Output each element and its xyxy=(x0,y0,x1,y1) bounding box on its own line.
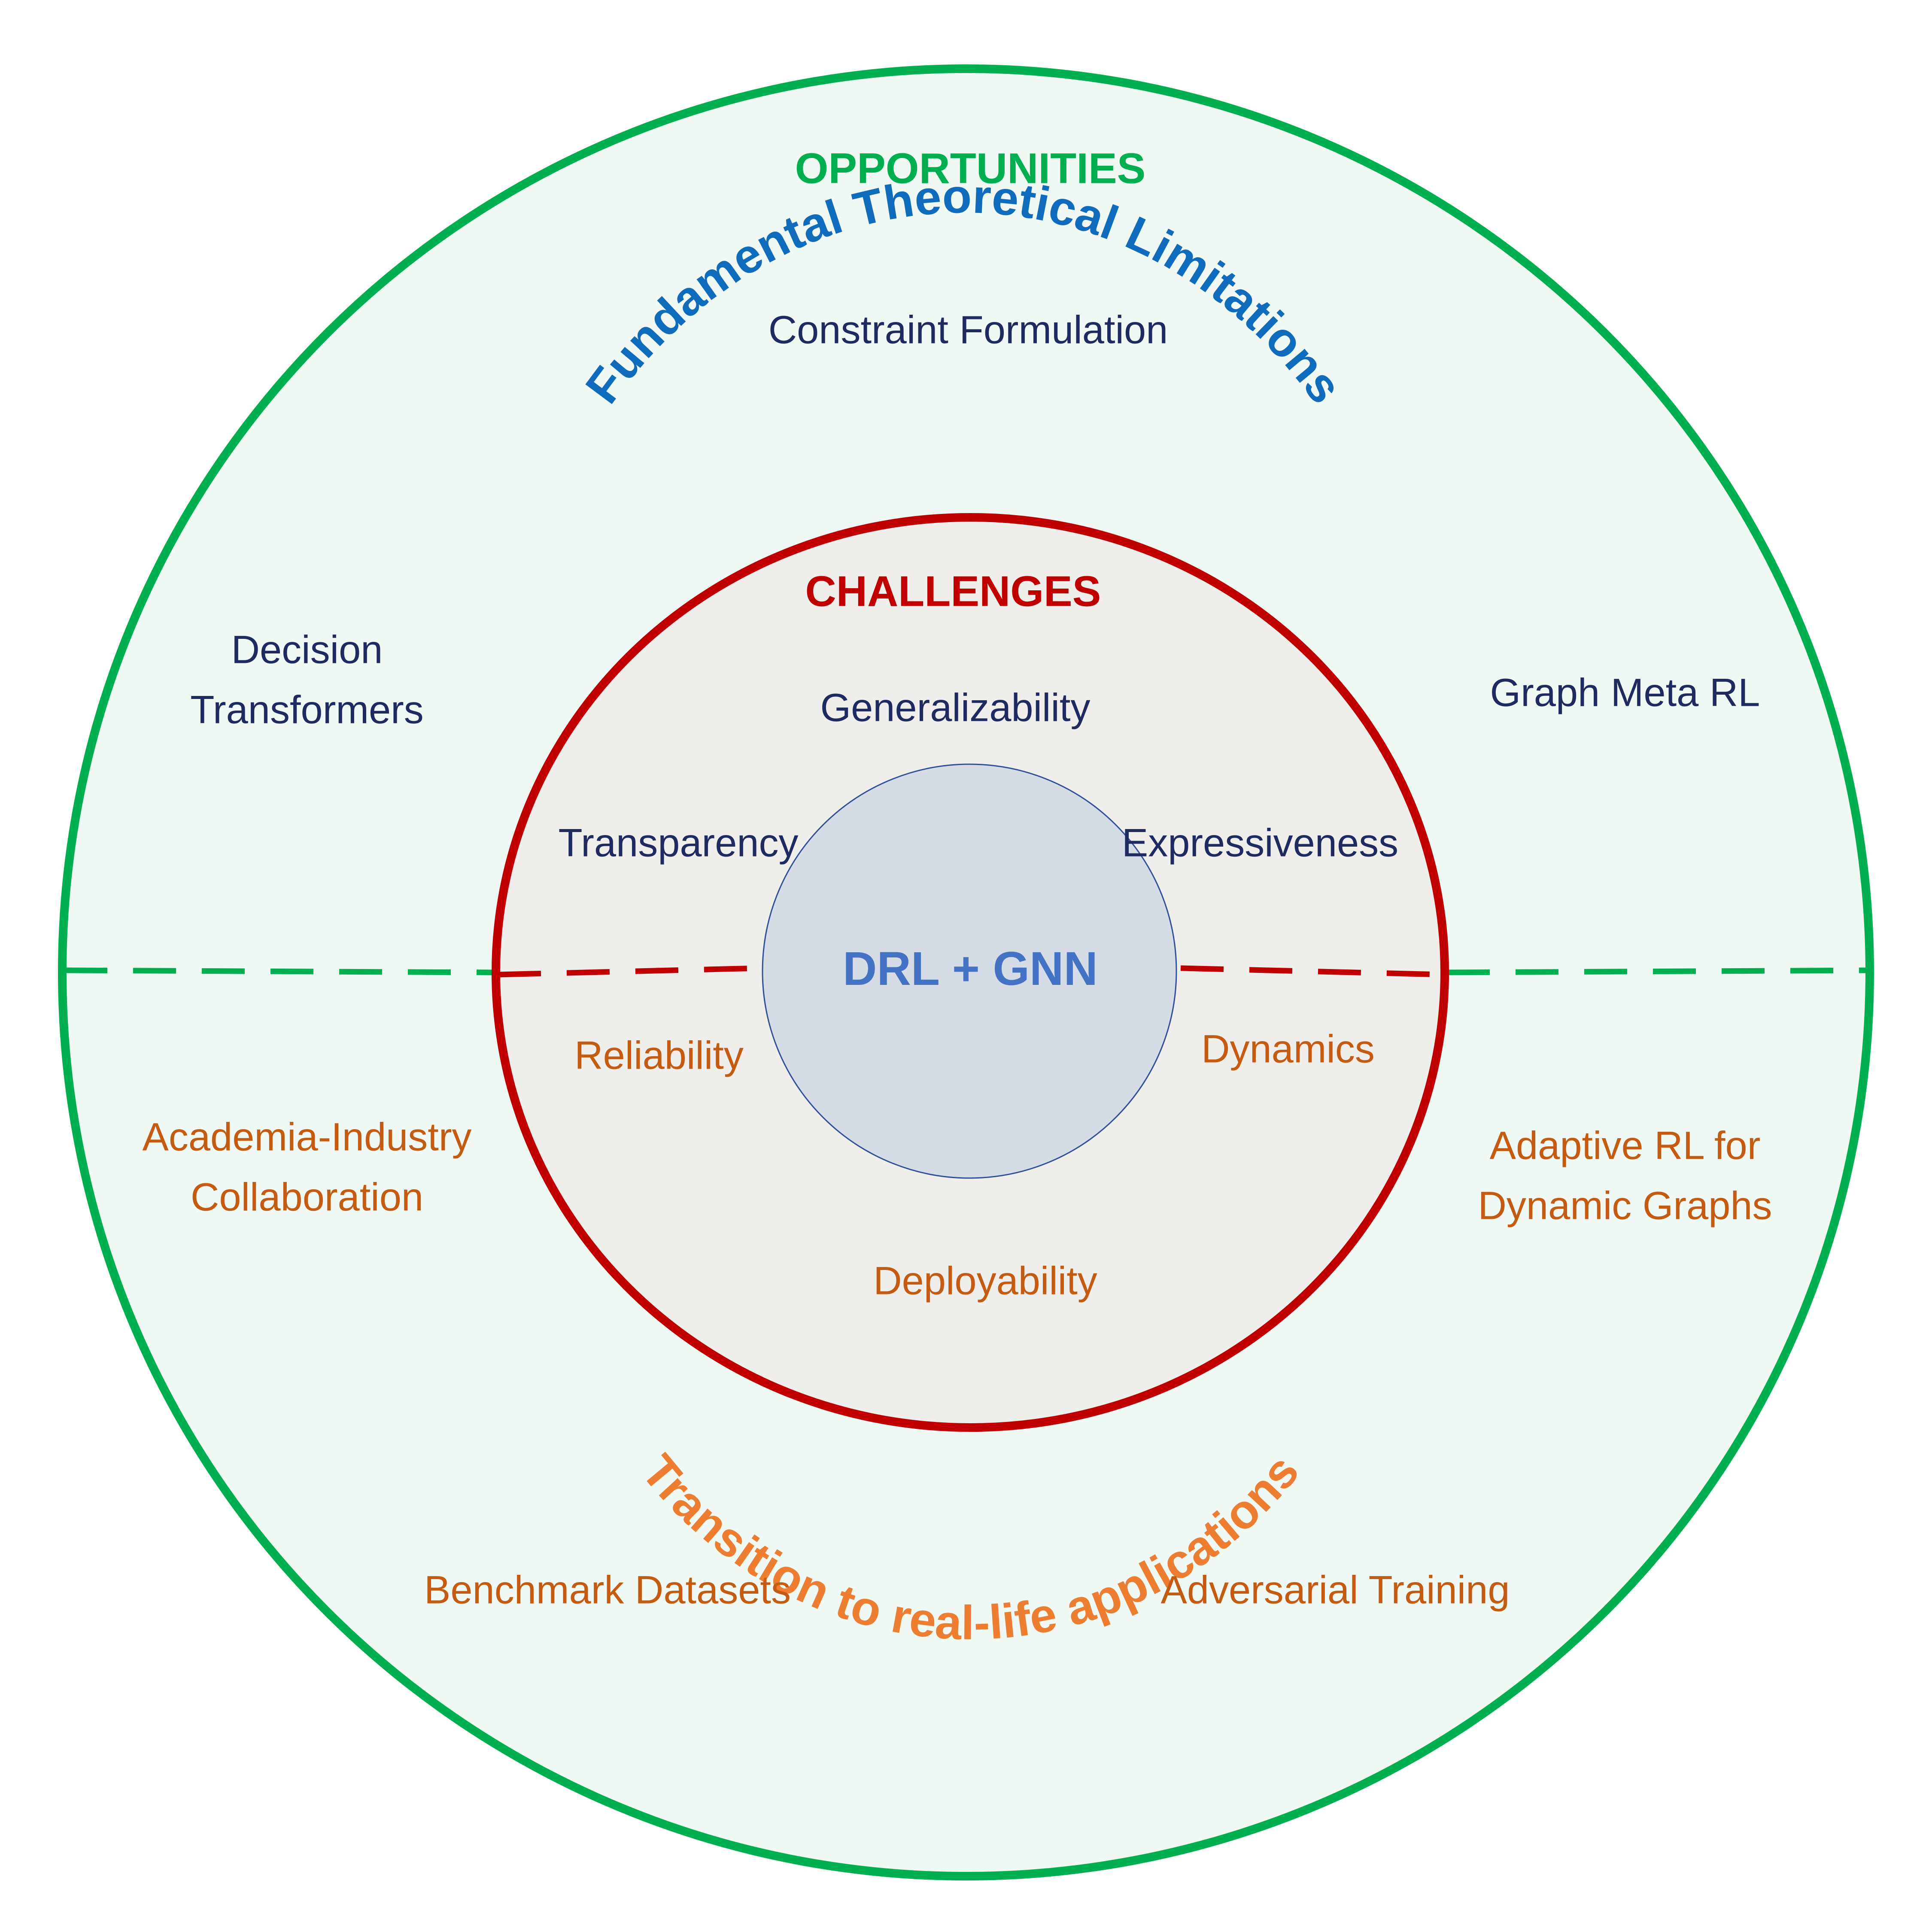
outer-divider-left xyxy=(64,967,494,975)
challenge-generalizability: Generalizability xyxy=(820,686,1091,729)
challenge-deployability: Deployability xyxy=(873,1259,1097,1303)
core-label: DRL + GNN xyxy=(843,942,1098,995)
opportunity-graph-meta-rl: Graph Meta RL xyxy=(1490,671,1760,714)
middle-divider-left xyxy=(498,965,760,978)
opportunity-adaptive-line1: Adaptive RL for xyxy=(1490,1124,1761,1167)
challenge-reliability: Reliability xyxy=(574,1033,744,1077)
opportunity-academia-line2: Collaboration xyxy=(191,1175,423,1219)
outer-divider-right xyxy=(1446,967,1874,975)
opportunities-heading: OPPORTUNITIES xyxy=(795,144,1146,192)
challenge-expressiveness: Expressiveness xyxy=(1122,821,1398,865)
opportunity-decision-line2: Transformers xyxy=(190,688,424,732)
challenges-heading: CHALLENGES xyxy=(805,567,1101,615)
opportunity-adaptive-line2: Dynamic Graphs xyxy=(1478,1184,1772,1227)
opportunity-benchmark-datasets: Benchmark Datasets xyxy=(424,1568,791,1612)
opportunity-academia-line1: Academia-Industry xyxy=(143,1115,472,1159)
opportunity-adversarial-training: Adversarial Training xyxy=(1160,1568,1510,1612)
opportunity-decision-line1: Decision xyxy=(231,628,383,671)
challenge-transparency: Transparency xyxy=(558,821,798,865)
challenge-dynamics: Dynamics xyxy=(1201,1027,1375,1071)
core-circle xyxy=(762,763,1177,1179)
opportunity-constraint-formulation: Constraint Formulation xyxy=(769,308,1168,352)
middle-divider-right xyxy=(1180,965,1443,978)
